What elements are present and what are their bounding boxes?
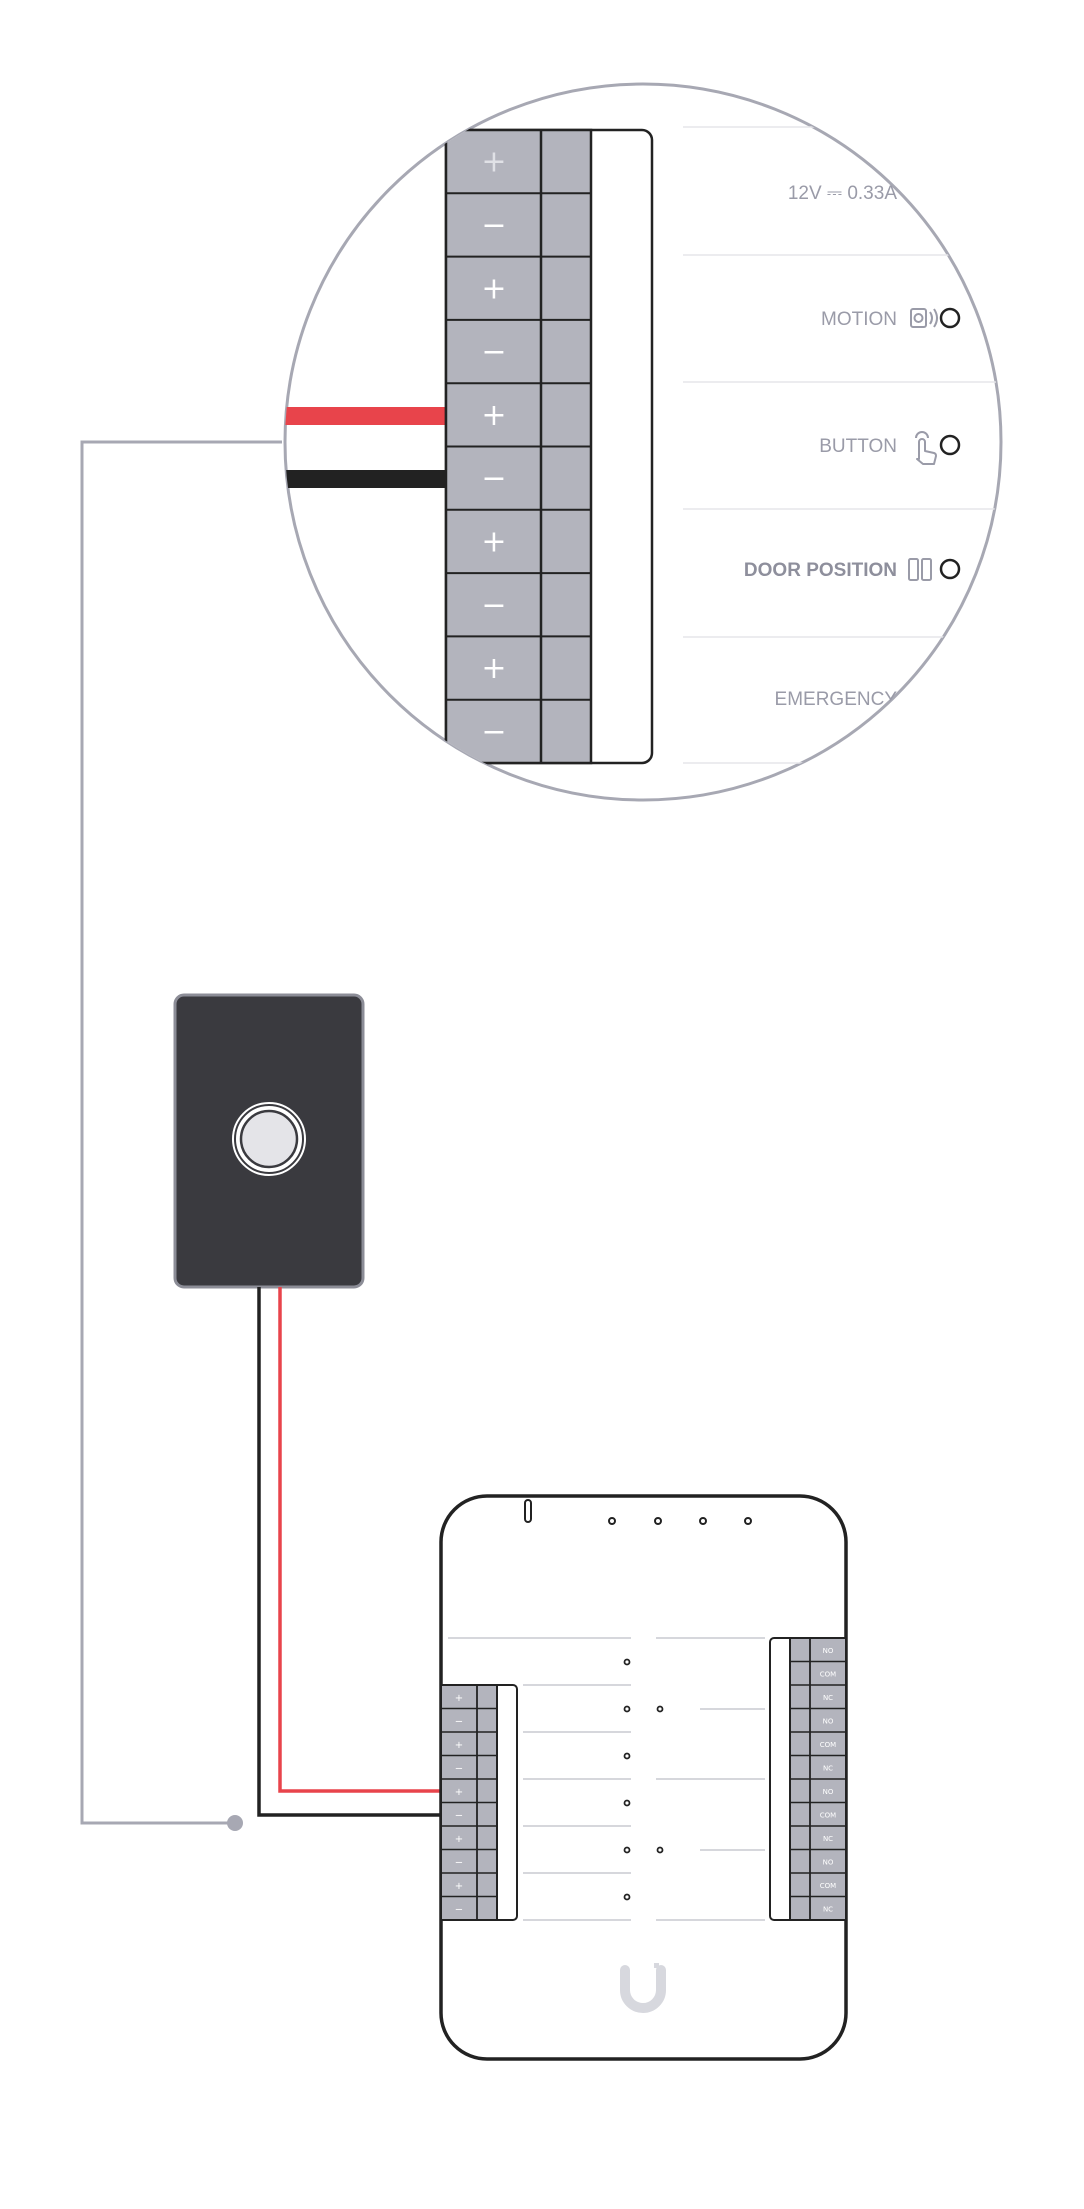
hub-right-terminal-8: NC	[823, 1835, 833, 1843]
zoom-terminal-positive-0: +	[481, 145, 506, 180]
door-position-icon	[908, 558, 932, 581]
zoom-terminal-positive-2: +	[481, 271, 506, 306]
zoom-negative-wire	[285, 470, 446, 488]
hub-right-terminal-4: COM	[820, 1741, 836, 1749]
button-status-indicator	[939, 434, 961, 456]
zoom-terminal-negative-1: −	[481, 208, 506, 243]
label-button: BUTTON	[819, 436, 897, 457]
hub-left-terminal-9: −	[455, 1904, 463, 1915]
hub-right-terminal-5: NC	[823, 1764, 833, 1772]
hub-left-terminal-7: −	[455, 1857, 463, 1868]
positive-wire	[278, 1287, 444, 1793]
hub-left-terminal-8: +	[455, 1881, 463, 1892]
hub-right-terminal-10: COM	[820, 1882, 836, 1890]
hub-left-terminal: + − + − + − + − + −	[440, 1684, 518, 1921]
reference-line	[80, 440, 282, 1825]
hub-status-leds	[608, 1517, 752, 1525]
zoom-terminal-negative-3: −	[481, 335, 506, 370]
hub-left-terminal-4: +	[455, 1787, 463, 1798]
hub-left-terminal-6: +	[455, 1834, 463, 1845]
zoom-terminal-positive-4: +	[481, 398, 506, 433]
hub-right-terminal-9: NO	[823, 1858, 834, 1866]
motion-sensor-icon	[910, 308, 938, 328]
hub-reset-slot	[524, 1499, 532, 1523]
hub-left-terminal-2: +	[455, 1740, 463, 1751]
zoom-terminal-negative-9: −	[481, 714, 506, 749]
label-power: 12V ⎓ 0.33A	[788, 183, 898, 204]
access-hub: + − + − + − + − + − NO COM NC NO COM NC NO COM NC NO COM NC	[439, 1494, 848, 2061]
hub-right-terminal-7: COM	[820, 1811, 836, 1819]
button-press-icon	[915, 431, 937, 465]
hub-right-terminal-2: NC	[823, 1694, 833, 1702]
zoom-terminal-positive-6: +	[481, 524, 506, 559]
hub-left-terminal-0: +	[455, 1693, 463, 1704]
hub-right-terminal-1: COM	[820, 1670, 836, 1678]
exit-button-cap	[239, 1109, 299, 1169]
hub-left-terminal-3: −	[455, 1763, 463, 1774]
door-position-status-indicator	[939, 558, 961, 580]
zoom-terminal-negative-7: −	[481, 588, 506, 623]
hub-right-terminal: NO COM NC NO COM NC NO COM NC NO COM NC	[769, 1637, 847, 1921]
hub-left-terminal-1: −	[455, 1716, 463, 1727]
hub-right-terminal-11: NC	[823, 1905, 833, 1913]
label-emergency: EMERGENCY	[775, 689, 898, 710]
zoom-terminal-negative-5: −	[481, 461, 506, 496]
zoom-terminal-block: + − + − + − + − + −	[444, 128, 654, 765]
hub-right-terminal-0: NO	[823, 1647, 834, 1655]
hub-right-terminal-3: NO	[823, 1717, 834, 1725]
exit-button-device	[173, 993, 365, 1289]
zoom-terminal-positive-8: +	[481, 651, 506, 686]
hub-left-terminal-5: −	[455, 1810, 463, 1821]
hub-right-terminal-6: NO	[823, 1788, 834, 1796]
motion-status-indicator	[939, 307, 961, 329]
label-motion: MOTION	[821, 309, 897, 330]
ubiquiti-u-logo	[620, 1963, 666, 2013]
zoom-positive-wire	[285, 407, 446, 425]
magnifier: + − + − + − + − + − 12V ⎓ 0.33A MOTION	[283, 82, 1003, 802]
label-door-position: DOOR POSITION	[744, 560, 897, 581]
negative-wire	[257, 1287, 444, 1817]
reference-dot	[227, 1815, 243, 1831]
